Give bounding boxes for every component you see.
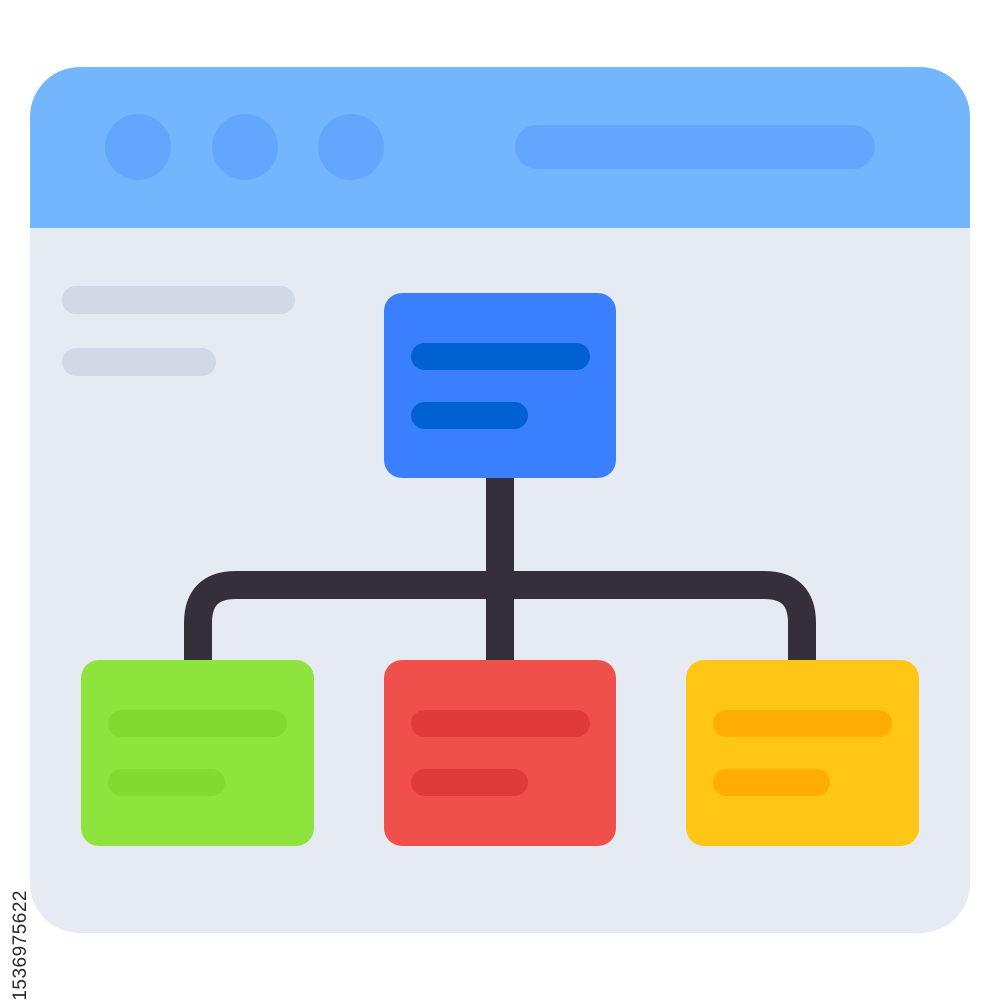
browser-titlebar	[30, 67, 970, 228]
window-control-dot	[318, 114, 384, 180]
connector-branch	[184, 571, 816, 665]
child-node-right	[686, 660, 919, 846]
address-bar	[515, 125, 875, 169]
child-node-line	[108, 769, 225, 796]
root-node	[384, 293, 616, 478]
placeholder-text-line	[62, 286, 295, 314]
child-node-center	[384, 660, 616, 846]
child-node-line	[108, 710, 287, 737]
child-node-line	[713, 769, 830, 796]
root-node-line	[411, 402, 528, 429]
child-node-line	[411, 769, 528, 796]
child-node-line	[411, 710, 590, 737]
placeholder-text-line	[62, 348, 216, 376]
child-node-line	[713, 710, 892, 737]
window-control-dot	[212, 114, 278, 180]
window-control-dot	[105, 114, 171, 180]
root-node-line	[411, 343, 590, 370]
watermark-id: #1536975622	[10, 890, 31, 1000]
child-node-left	[81, 660, 314, 846]
